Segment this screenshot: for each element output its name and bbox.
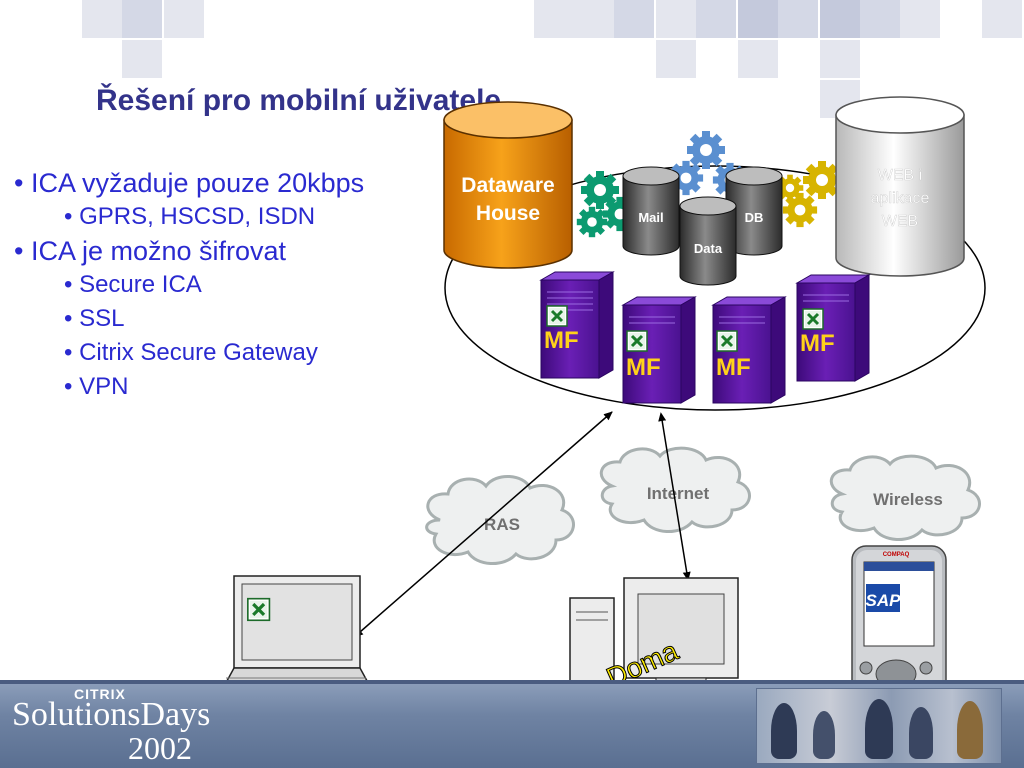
web-label-2: aplikace xyxy=(871,190,930,207)
deco-tile xyxy=(656,40,696,78)
sub-bullet-item: • GPRS, HSCSD, ISDN xyxy=(64,203,316,230)
sap-logo: SAP xyxy=(866,591,902,610)
internet-label: Internet xyxy=(647,484,710,503)
deco-tile xyxy=(164,0,204,38)
photo-strip xyxy=(756,688,1002,764)
internet-cloud: Internet xyxy=(599,446,751,533)
deco-tile xyxy=(534,0,574,38)
excel-icon xyxy=(801,307,825,331)
deco-tile xyxy=(574,0,614,38)
bullet-item: • ICA vyžaduje pouze 20kbps xyxy=(14,168,365,198)
deco-tile xyxy=(122,0,162,38)
mf-label: MF xyxy=(544,327,579,354)
person-silhouette xyxy=(909,707,933,759)
deco-tile xyxy=(778,0,818,38)
deco-tile xyxy=(614,0,654,38)
connection-arrow xyxy=(353,411,613,638)
pda-brand: COMPAQ xyxy=(883,552,910,558)
deco-tile xyxy=(122,40,162,78)
deco-tile xyxy=(820,40,860,78)
pda-device-icon: COMPAQ SAP xyxy=(851,545,947,707)
metaframe-server: MF xyxy=(711,296,787,404)
datawarehouse-cylinder: Dataware House xyxy=(443,101,573,269)
person-silhouette xyxy=(813,711,835,759)
datawarehouse-label-2: House xyxy=(476,202,540,225)
mf-label: MF xyxy=(716,354,751,381)
web-cylinder: WEB i aplikace WEB xyxy=(835,96,965,277)
sub-bullet-item: • Citrix Secure Gateway xyxy=(64,339,318,366)
data-label: Data xyxy=(694,241,723,256)
person-silhouette xyxy=(865,699,893,759)
excel-icon xyxy=(715,329,739,353)
deco-tile xyxy=(982,0,1022,38)
web-label-1: WEB i xyxy=(878,167,922,184)
excel-icon xyxy=(625,329,649,353)
deco-tile xyxy=(820,0,860,38)
mf-label: MF xyxy=(626,354,661,381)
excel-icon xyxy=(246,597,272,622)
ras-label: RAS xyxy=(484,515,520,534)
bullet-item: • ICA je možno šifrovat xyxy=(14,236,287,266)
deco-tile xyxy=(738,40,778,78)
excel-icon xyxy=(545,304,569,328)
person-silhouette xyxy=(957,701,983,759)
deco-tile xyxy=(656,0,696,38)
deco-tile xyxy=(860,0,900,38)
deco-tile xyxy=(900,0,940,38)
web-label-3: WEB xyxy=(882,213,918,230)
mf-label: MF xyxy=(800,330,835,357)
metaframe-server: MF xyxy=(539,271,615,379)
deco-tile xyxy=(738,0,778,38)
metaframe-server: MF xyxy=(795,274,871,382)
gear-icon xyxy=(687,131,725,169)
wireless-cloud: Wireless xyxy=(829,454,981,541)
metaframe-server: MF xyxy=(621,296,697,404)
connection-arrow xyxy=(658,412,691,581)
deco-tile xyxy=(82,0,122,38)
wireless-label: Wireless xyxy=(873,490,943,509)
solutions-days-logo: CITRIX SolutionsDays 2002 xyxy=(12,686,232,766)
solutions-days-wordmark: SolutionsDays xyxy=(12,696,211,733)
sub-bullet-item: • SSL xyxy=(64,305,125,332)
citrix-wordmark: CITRIX xyxy=(74,686,126,702)
event-year: 2002 xyxy=(128,730,192,766)
slide-title: Řešení pro mobilní uživatele xyxy=(96,84,502,117)
deco-tile xyxy=(696,0,736,38)
datawarehouse-label-1: Dataware xyxy=(461,174,554,197)
ras-cloud: RAS xyxy=(425,475,575,565)
mail-label: Mail xyxy=(638,210,663,225)
sub-bullet-item: • Secure ICA xyxy=(64,271,202,298)
mail-db-cylinder: Mail xyxy=(622,166,680,256)
person-silhouette xyxy=(771,703,797,759)
sub-bullet-item: • VPN xyxy=(64,373,129,400)
data-db-cylinder: Data xyxy=(679,196,737,286)
db-label: DB xyxy=(745,210,764,225)
gear-icon xyxy=(576,206,608,238)
db-cylinder: DB xyxy=(725,166,783,256)
bullet-list: • ICA vyžaduje pouze 20kbps • GPRS, HSCS… xyxy=(14,166,394,404)
footer-divider xyxy=(0,680,1024,684)
